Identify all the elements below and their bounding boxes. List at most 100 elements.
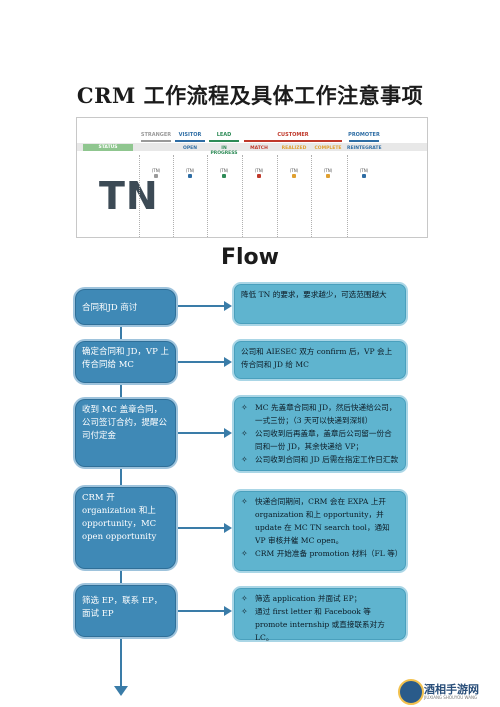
stage-substatus: REALIZED	[281, 146, 307, 151]
note-item: ✧ 通过 first letter 和 Facebook 等 promote in…	[241, 605, 399, 644]
connector-2	[178, 361, 224, 363]
stage-cell: (TN)	[207, 168, 241, 179]
step-2: 确定合同和 JD，VP 上传合同给 MC	[73, 339, 178, 385]
step-5: 筛选 EP，联系 EP，面试 EP	[73, 583, 178, 639]
stage-name: PROMOTER	[348, 132, 380, 138]
note-text: MC 先盖章合同和 JD，然后快递给公司，一式三份；（3 天可以快递到深圳）	[255, 403, 397, 425]
connector-3	[178, 432, 224, 434]
stage-substatus: REINTEGRATE	[347, 146, 382, 151]
stage-marker-icon	[154, 174, 158, 178]
stage-cell-text: (TN)	[254, 168, 264, 173]
step-1-label: 合同和JD 商讨	[82, 303, 138, 313]
note-text: 公司收到后再盖章，盖章后公司留一份合同和一份 JD，其余快递给 VP；	[255, 429, 392, 451]
stage-substatus: COMPLETE	[314, 146, 342, 151]
stage-marker-icon	[188, 174, 192, 178]
column-divider	[347, 155, 348, 237]
stage-cell: (TN)	[277, 168, 311, 179]
stage-name: VISITOR	[178, 132, 202, 138]
note-item: ✧ CRM 开始准备 promotion 材料（FL 等）	[241, 547, 403, 560]
note-text: CRM 开始准备 promotion 材料（FL 等）	[255, 549, 403, 558]
stage-marker-icon	[362, 174, 366, 178]
bullet-icon: ✧	[241, 607, 248, 616]
note-3: ✧MC 先盖章合同和 JD，然后快递给公司，一式三份；（3 天可以快递到深圳）✧…	[232, 395, 408, 473]
page-title: CRM 工作流程及具体工作注意事项	[76, 83, 424, 108]
logo-text: 酒相手游网	[424, 683, 479, 696]
stage-cell-text: (TN)	[359, 168, 369, 173]
connector-4-head	[224, 523, 232, 533]
stage-underline	[141, 140, 171, 142]
status-label: STATUS	[83, 144, 133, 151]
tn-status-diagram: STATUS TN STRANGER (TN) VISITOR OPEN (TN) LEA…	[76, 117, 428, 238]
stage-cell-text: (TN)	[323, 168, 333, 173]
column-divider	[277, 155, 278, 237]
bullet-icon: ✧	[241, 549, 248, 558]
stage-marker-icon	[326, 174, 330, 178]
note-item: ✧快递合同期间，CRM 会在 EXPA 上开 organization 和上 o…	[241, 495, 399, 547]
column-divider	[173, 155, 174, 237]
stage-underline	[244, 140, 342, 142]
connector-3-head	[224, 428, 232, 438]
stage-substatus: IN PROGRESS	[210, 146, 238, 156]
column-divider	[311, 155, 312, 237]
step-3: 收到 MC 盖章合同，公司签订合约，提醒公司付定金	[73, 397, 178, 469]
bullet-icon: ✧	[241, 455, 248, 464]
column-divider	[242, 155, 243, 237]
note-2: 公司和 AIESEC 双方 confirm 后，VP 会上传合同和 JD 给 M…	[232, 339, 408, 381]
bullet-icon: ✧	[241, 594, 248, 603]
stage-cell: (TN)	[173, 168, 207, 179]
note-text: 筛选 application 并面试 EP；	[255, 594, 362, 603]
note-item: ✧ MC 先盖章合同和 JD，然后快递给公司，一式三份；（3 天可以快递到深圳）	[241, 401, 399, 427]
stage-cell: (TN)	[139, 168, 173, 179]
stage-cell-text: (TN)	[185, 168, 195, 173]
note-text: 通过 first letter 和 Facebook 等 promote int…	[255, 607, 385, 642]
note-item: 公司和 AIESEC 双方 confirm 后，VP 会上传合同和 JD 给 M…	[241, 345, 399, 371]
logo-subtext: JIUXIANG SHOUYOU WANG	[424, 695, 478, 700]
step-5-label: 筛选 EP，联系 EP，面试 EP	[82, 596, 163, 619]
note-item: ✧ 公司收到后再盖章，盖章后公司留一份合同和一份 JD，其余快递给 VP；	[241, 427, 399, 453]
note-1: 降低 TN 的要求，要求越少，可选范围越大	[232, 282, 408, 326]
column-divider	[139, 155, 140, 237]
stage-name: CUSTOMER	[277, 132, 309, 138]
step-2-label: 确定合同和 JD，VP 上传合同给 MC	[82, 347, 169, 370]
stage-underline	[175, 140, 205, 142]
step-4: CRM 开 organization 和上 opportunity，MC ope…	[73, 485, 178, 571]
connector-1	[178, 305, 224, 307]
connector-2-head	[224, 357, 232, 367]
note-text: 快递合同期间，CRM 会在 EXPA 上开 organization 和上 op…	[255, 497, 390, 545]
stage-substatus: OPEN	[183, 146, 197, 151]
note-text: 降低 TN 的要求，要求越少，可选范围越大	[241, 290, 387, 299]
flow-title: Flow	[220, 245, 279, 270]
bullet-icon: ✧	[241, 403, 248, 412]
bullet-icon: ✧	[241, 429, 248, 438]
column-divider	[207, 155, 208, 237]
note-item: ✧ 筛选 application 并面试 EP；	[241, 592, 399, 605]
note-4: ✧ 快递合同期间，CRM 会在 EXPA 上开 organization 和上 o…	[232, 489, 408, 573]
note-5: ✧ 筛选 application 并面试 EP； ✧ 通过 first letter …	[232, 586, 408, 642]
note-text: 公司和 AIESEC 双方 confirm 后，VP 会上传合同和 JD 给 M…	[241, 347, 393, 369]
stage-substatus: MATCH	[250, 146, 268, 151]
stage-cell: (TN)	[347, 168, 381, 179]
stage-cell: (TN)	[311, 168, 345, 179]
note-text: 公司收到合同和 JD 后需在指定工作日汇款	[255, 455, 399, 464]
status-bar	[77, 143, 427, 151]
stage-name: LEAD	[216, 132, 232, 138]
stage-cell-text: (TN)	[289, 168, 299, 173]
stage-marker-icon	[222, 174, 226, 178]
note-item: ✧ 公司收到合同和 JD 后需在指定工作日汇款	[241, 453, 399, 466]
stage-underline	[209, 140, 239, 142]
stage-cell: (TN)	[242, 168, 276, 179]
connector-4	[178, 527, 224, 529]
connector-1-head	[224, 301, 232, 311]
connector-5	[178, 610, 224, 612]
flow-arrow-head	[114, 686, 128, 696]
stage-cell-text: (TN)	[219, 168, 229, 173]
logo-emblem-icon	[398, 679, 424, 705]
stage-underline	[349, 140, 379, 142]
note-item: 降低 TN 的要求，要求越少，可选范围越大	[241, 288, 399, 301]
stage-name: STRANGER	[140, 132, 172, 138]
stage-marker-icon	[292, 174, 296, 178]
step-4-label: CRM 开 organization 和上 opportunity，MC ope…	[82, 493, 157, 542]
tn-label: TN	[99, 174, 159, 218]
step-1: 合同和JD 商讨	[73, 287, 178, 327]
stage-cell-text: (TN)	[151, 168, 161, 173]
